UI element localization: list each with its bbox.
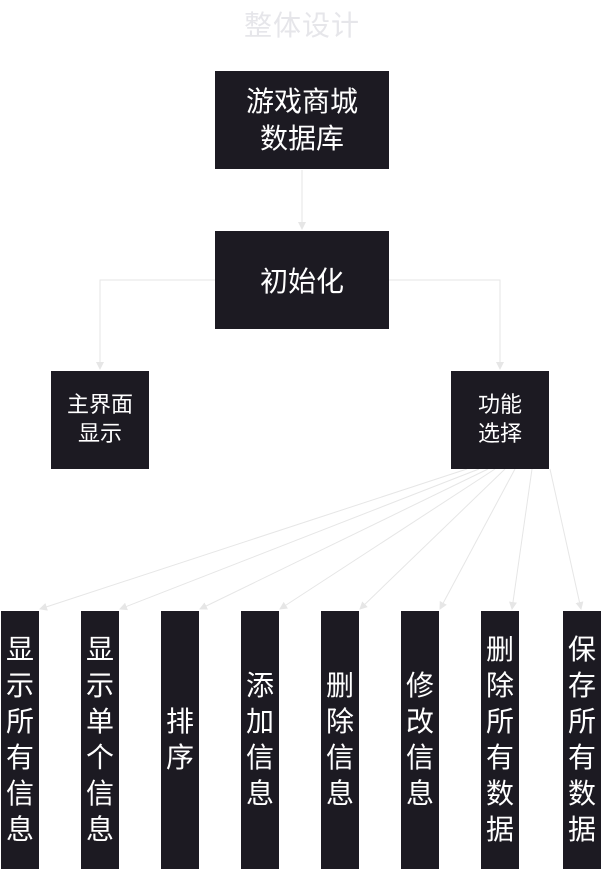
leaf-show-all: 显示所有信息	[1, 611, 39, 869]
node-game-mall-database: 游戏商城 数据库	[215, 71, 389, 169]
node-main-interface: 主界面 显示	[51, 371, 149, 469]
leaf-label: 保存所有数据	[567, 633, 596, 846]
leaf-label: 添加信息	[245, 669, 274, 810]
edge-func-leaf-8	[549, 468, 584, 610]
node-function-select: 功能 选择	[451, 371, 549, 469]
leaf-delete: 删除信息	[321, 611, 359, 869]
leaf-label: 删除信息	[325, 669, 354, 810]
leaf-delete-all: 删除所有数据	[481, 611, 519, 869]
leaf-label: 显示所有信息	[5, 633, 34, 846]
leaf-show-one: 显示单个信息	[81, 611, 119, 869]
leaf-label: 显示单个信息	[85, 633, 114, 846]
edge-func-leaf-1	[39, 468, 468, 611]
edge-func-leaf-5	[359, 468, 506, 610]
leaf-save-all: 保存所有数据	[563, 611, 601, 869]
edge-func-leaf-4	[279, 468, 496, 610]
edge-init-main	[96, 279, 215, 370]
edge-init-func	[389, 279, 504, 370]
edge-func-leaf-2	[119, 468, 480, 611]
edge-func-leaf-7	[509, 468, 533, 610]
leaf-label: 修改信息	[405, 669, 434, 810]
leaf-label: 删除所有数据	[485, 633, 514, 846]
node-label: 初始化	[259, 265, 344, 298]
leaf-sort: 排序	[161, 611, 199, 869]
edge-func-leaf-3	[199, 468, 489, 610]
node-label: 功能 选择	[477, 393, 522, 447]
node-label: 主界面 显示	[66, 393, 133, 447]
diagram-title: 整体设计	[243, 9, 360, 42]
leaf-label: 排序	[165, 705, 194, 774]
node-label: 游戏商城 数据库	[245, 85, 358, 155]
node-initialize: 初始化	[215, 231, 389, 329]
edge-func-leaf-6	[439, 468, 516, 610]
leaf-add: 添加信息	[241, 611, 279, 869]
leaf-modify: 修改信息	[401, 611, 439, 869]
